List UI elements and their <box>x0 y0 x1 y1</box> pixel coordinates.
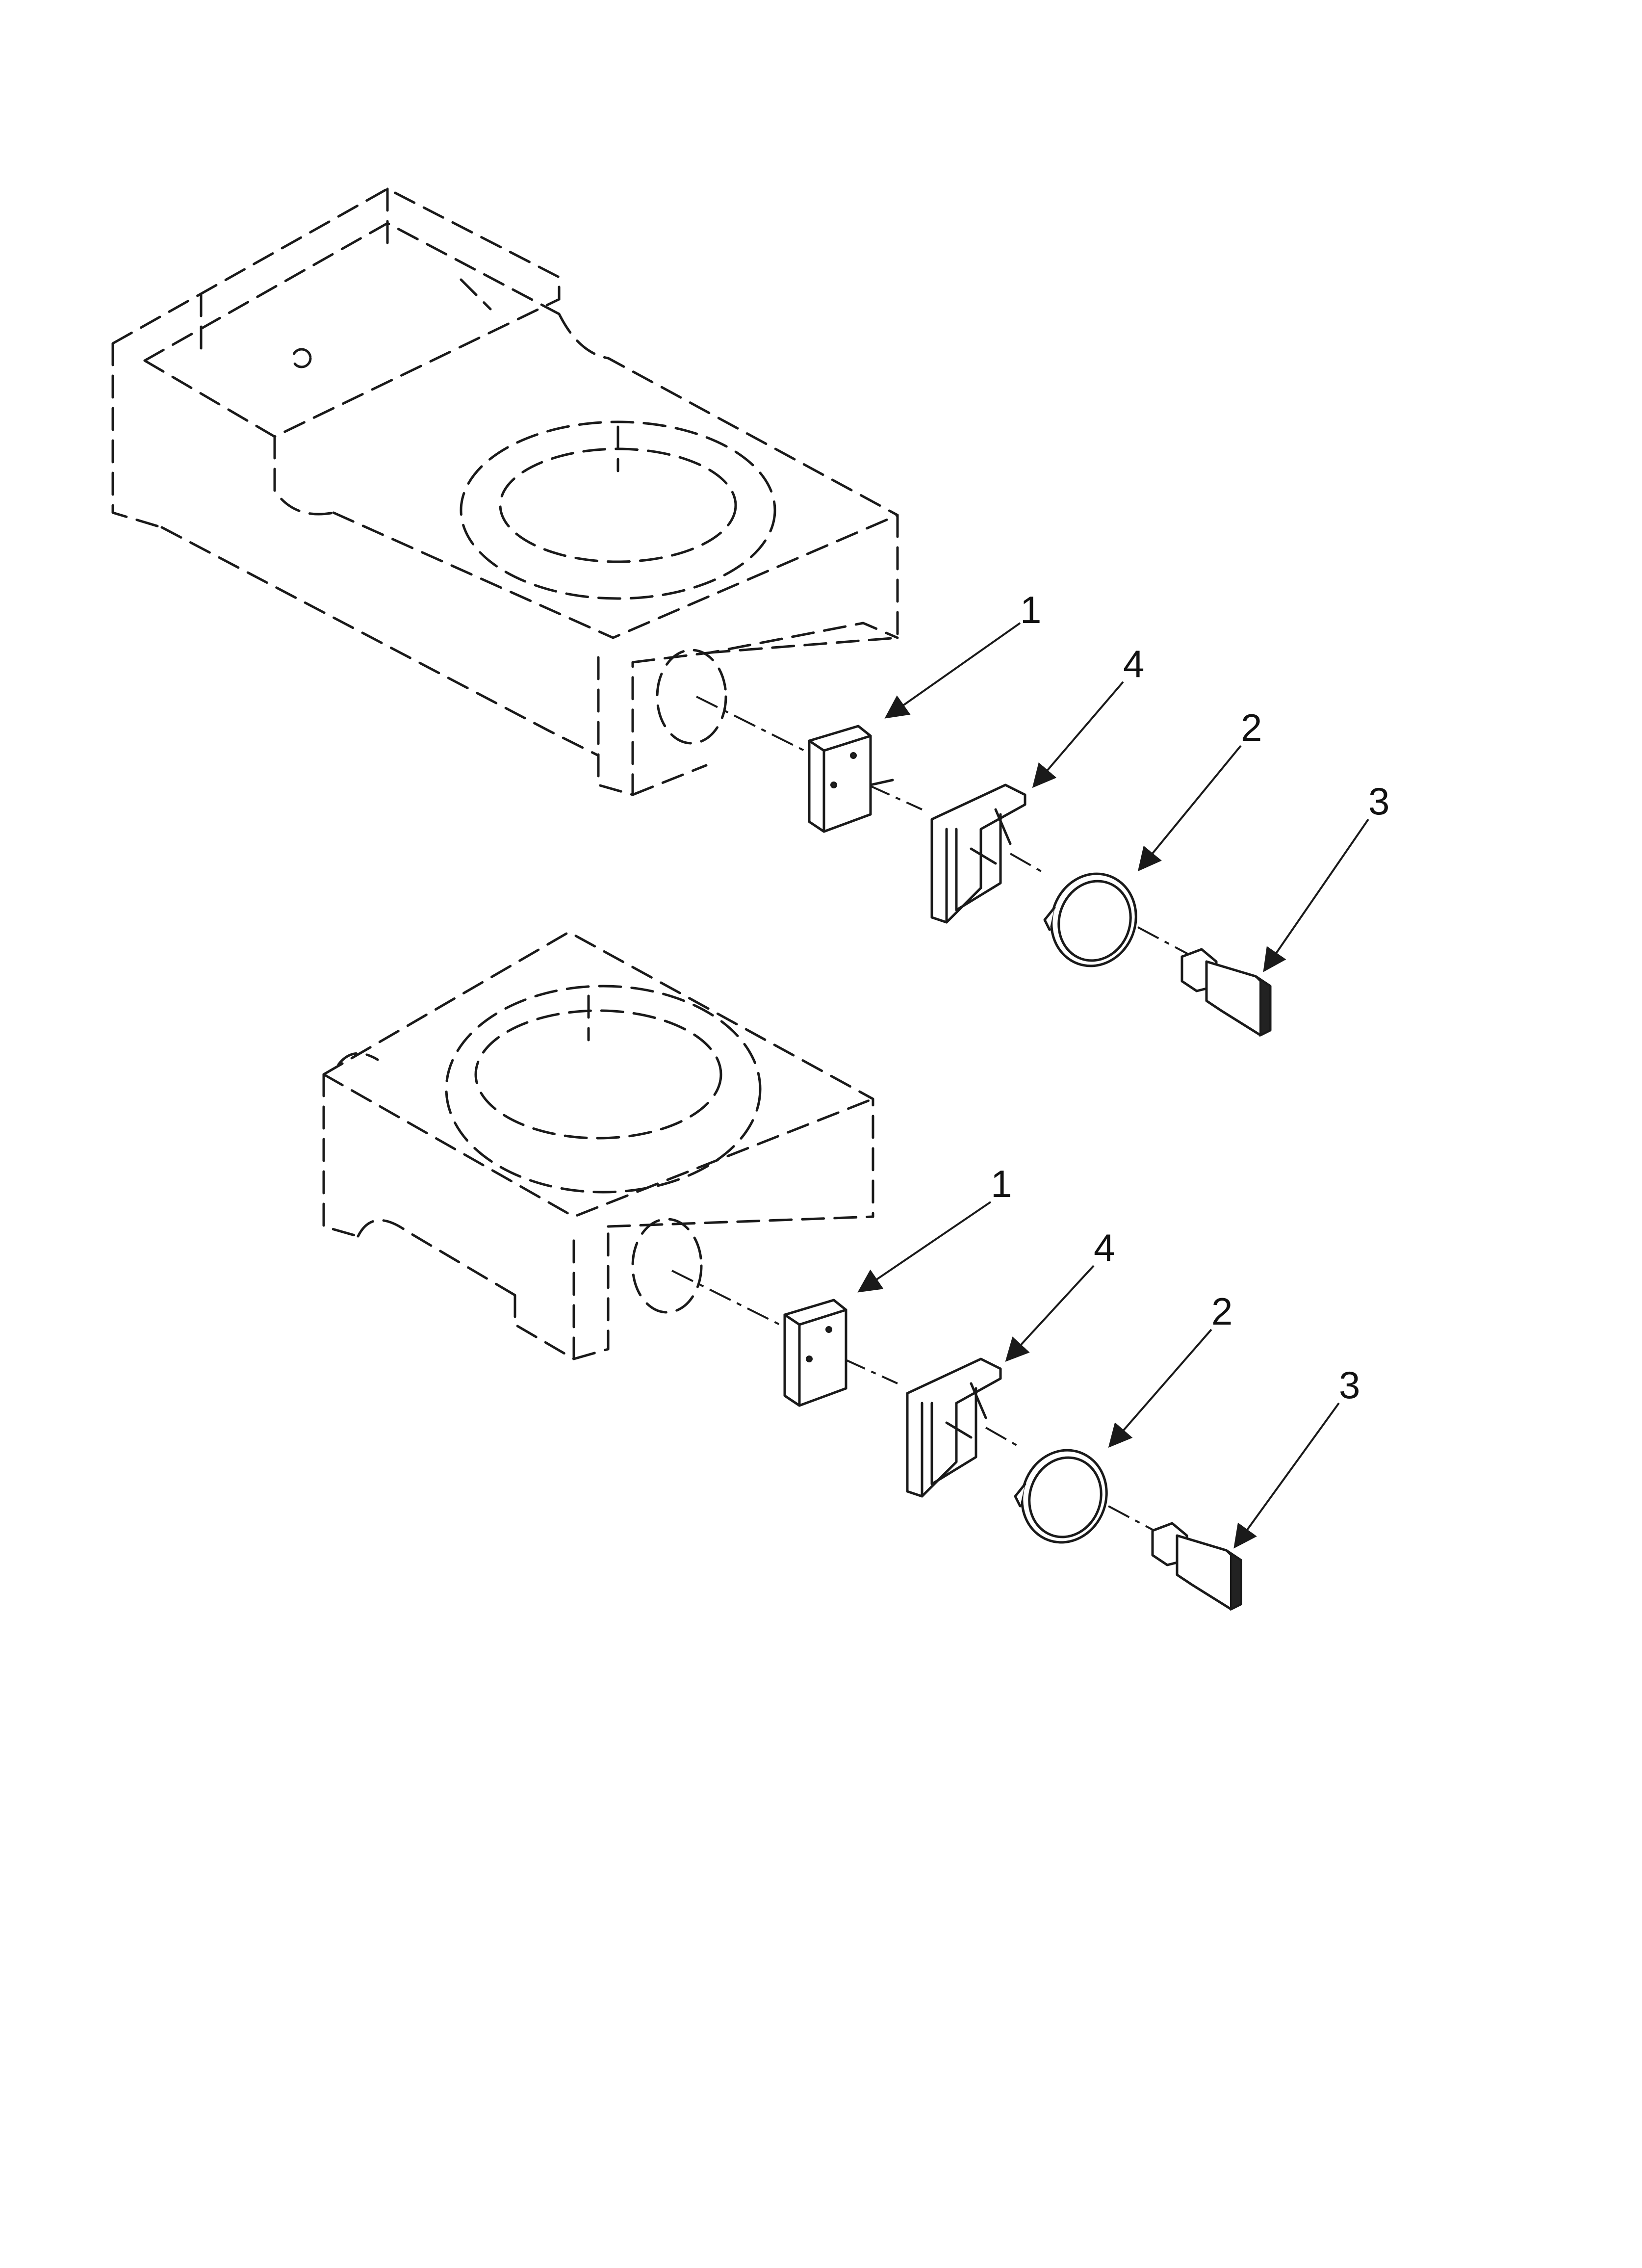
lower-callout-3: 3 <box>1339 1363 1360 1407</box>
upper-housing-phantom <box>111 187 899 796</box>
lower-part-1-switch <box>783 1299 847 1407</box>
upper-part-1-switch <box>808 725 894 833</box>
lower-callout-1: 1 <box>991 1162 1012 1205</box>
lower-housing-phantom <box>322 931 874 1360</box>
upper-callout-4: 4 <box>1123 642 1144 685</box>
upper-part-4-bracket <box>930 783 1026 924</box>
upper-part-2-ring <box>1043 872 1137 967</box>
upper-callout-3: 3 <box>1368 780 1389 823</box>
lower-part-3-knob <box>1151 1522 1242 1611</box>
lower-callouts: 1 4 2 3 <box>857 1162 1360 1549</box>
lower-callout-2: 2 <box>1211 1290 1232 1333</box>
lower-center-axis <box>671 1270 1182 1546</box>
upper-callout-2: 2 <box>1241 706 1262 749</box>
upper-callout-1: 1 <box>1020 588 1041 631</box>
upper-center-axis <box>696 696 1212 967</box>
lower-part-2-ring <box>1014 1449 1108 1544</box>
lower-part-4-bracket <box>906 1357 1002 1498</box>
lower-callout-4: 4 <box>1094 1226 1115 1269</box>
upper-callouts: 1 4 2 3 <box>884 588 1389 972</box>
upper-assembly: 1 4 2 3 <box>111 187 1389 1037</box>
lower-assembly: 1 4 2 3 <box>322 931 1360 1611</box>
upper-part-3-knob <box>1180 948 1272 1037</box>
